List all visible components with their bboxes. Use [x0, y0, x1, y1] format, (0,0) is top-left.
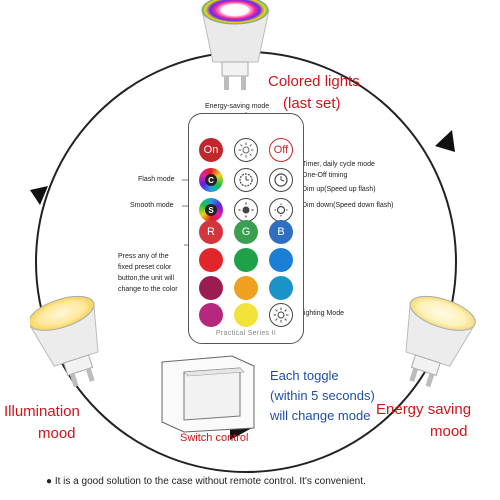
preset-color-button[interactable] [269, 276, 293, 300]
bulb-colored-icon [201, 0, 270, 90]
flash-c-label: C [205, 174, 217, 186]
preset-color-callout: Press any of the fixed preset color butt… [118, 253, 178, 293]
off-button[interactable]: Off [269, 138, 293, 162]
toggle-line3: will change mode [270, 408, 371, 423]
dim-up-callout: Dim up(Speed up flash) [302, 186, 376, 193]
switch-control-label: Switch control [180, 432, 249, 444]
remote-control: On Off C S [188, 113, 304, 344]
preset-color-button[interactable] [199, 276, 223, 300]
sun-icon [273, 307, 289, 323]
bullet-icon: ● [46, 476, 53, 487]
preset-color-button[interactable] [269, 248, 293, 272]
dim-down-callout: Dim down(Speed down flash) [302, 202, 394, 209]
on-button[interactable]: On [199, 138, 223, 162]
brightness-up-icon [238, 202, 254, 218]
flash-mode-callout: Flash mode [138, 176, 175, 183]
smooth-button[interactable]: S [199, 198, 223, 222]
energy-saving-label: Energy saving [376, 401, 472, 418]
preset-color-button[interactable] [234, 276, 258, 300]
wall-switch-icon [161, 355, 255, 433]
one-off-callout: One-Off timing [302, 172, 348, 179]
one-off-timer-button[interactable] [269, 168, 293, 192]
flash-button[interactable]: C [199, 168, 223, 192]
lighting-mode-button[interactable] [269, 303, 293, 327]
bulb-illumination-icon [30, 295, 99, 388]
illumination-mood-label: mood [38, 425, 76, 442]
bulb-energy-saving-icon [405, 295, 476, 388]
bottom-note: ● It is a good solution to the case with… [46, 476, 366, 487]
energy-saving-mood-label: mood [430, 423, 468, 440]
brightness-down-icon [274, 203, 288, 217]
bottom-note-text: It is a good solution to the case withou… [54, 476, 366, 487]
energy-saving-mode-callout: Energy-saving mode [205, 103, 270, 110]
smooth-mode-callout: Smooth mode [130, 202, 174, 209]
clock-icon [274, 173, 288, 187]
energy-saving-button[interactable] [234, 138, 258, 162]
preset-color-button[interactable] [199, 303, 223, 327]
preset-color-button[interactable] [199, 248, 223, 272]
red-button[interactable]: R [199, 220, 223, 244]
arrow-right-icon [435, 130, 455, 152]
timer-button[interactable] [234, 168, 258, 192]
arrow-left-icon [30, 186, 48, 205]
toggle-line1: Each toggle [270, 368, 339, 383]
illumination-label: Illumination [4, 403, 80, 420]
dim-down-button[interactable] [269, 198, 293, 222]
series-label: Practical Series II [215, 330, 277, 337]
clock-icon [239, 173, 253, 187]
sun-icon [238, 142, 254, 158]
lighting-mode-callout: Lighting Mode [300, 310, 344, 317]
timer-callout: Timer, daily cycle mode [302, 161, 375, 168]
preset-color-button[interactable] [234, 303, 258, 327]
last-set-label: (last set) [283, 95, 341, 112]
toggle-line2: (within 5 seconds) [270, 388, 375, 403]
smooth-s-label: S [205, 204, 217, 216]
blue-button[interactable]: B [269, 220, 293, 244]
preset-color-button[interactable] [234, 248, 258, 272]
colored-lights-label: Colored lights [268, 73, 360, 90]
dim-up-button[interactable] [234, 198, 258, 222]
green-button[interactable]: G [234, 220, 258, 244]
